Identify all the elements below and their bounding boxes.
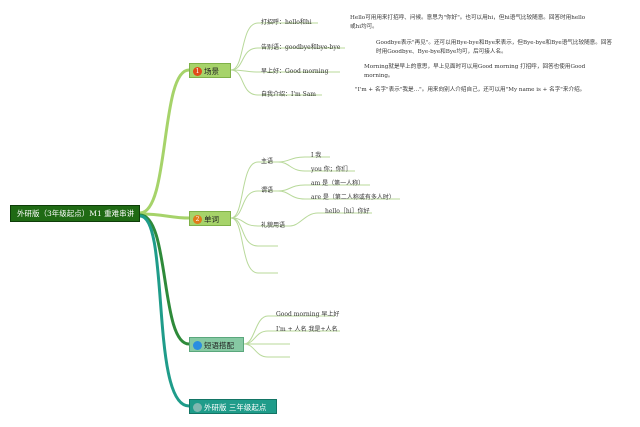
branch-label: 场景 [204,67,219,76]
connector-root-scene [139,68,190,215]
connector-root-phrases [139,213,190,346]
words-item[interactable]: I 我 [311,152,322,159]
scene-item-morning[interactable]: 早上好：Good morning [261,68,329,75]
words-group-polite[interactable]: 礼貌用语 [261,222,286,229]
root-node[interactable]: 外研版（3年级起点）M1 重难串讲 [10,205,140,222]
words-group-subject[interactable]: 主语 [261,158,274,165]
number-badge-icon: 1 [193,67,202,76]
scene-item-greeting[interactable]: 打招呼：hello和hi [261,19,312,26]
branch-label: 短语搭配 [204,341,234,350]
words-group-predicate[interactable]: 谓语 [261,187,274,194]
phrase-item[interactable]: I'm + 人名 我是+人名 [276,326,338,333]
branch-label: 单词 [204,215,219,224]
branch-edition[interactable]: 外研版 三年级起点 [189,399,277,414]
words-item[interactable]: hello［hi］你好 [325,208,370,215]
phrase-item[interactable]: Good morning 早上好 [276,311,340,318]
scene-item-farewell[interactable]: 告别语：goodbye和bye-bye [261,44,341,51]
words-item[interactable]: you 你；你们 [311,166,348,173]
words-item[interactable]: are 是（第二人称或有多人时） [311,194,395,201]
scene-desc-farewell: Goodbye表示"再见"。还可以用Bye-bye和Bye来表示，但Bye-by… [376,40,613,55]
scene-desc-morning: Morning就是早上的意思，早上见面时可以用Good morning 打招呼，… [364,64,586,79]
scene-desc-intro: "I'm + 名字"表示"我是…"。用来向别人介绍自己，还可以用"My name… [355,87,586,93]
words-item[interactable]: am 是（第一人称） [311,180,365,187]
branch-phrases[interactable]: 短语搭配 [189,337,244,352]
number-badge-icon: 2 [193,215,202,224]
branch-words[interactable]: 2 单词 [189,211,231,226]
globe-icon [193,341,202,350]
branch-label: 外研版 三年级起点 [204,403,267,412]
branch-scene[interactable]: 1 场景 [189,63,231,78]
root-label: 外研版（3年级起点）M1 重难串讲 [17,209,135,218]
connector-root-edition [139,214,190,408]
scene-desc-greeting: Hello可用用来打招呼、问候。意思为"你好"。也可以用hi，但hi语气比较随意… [350,15,586,30]
connector-root-words [139,212,190,220]
scene-item-intro[interactable]: 自我介绍：I'm Sam [261,91,316,98]
book-icon [193,403,202,412]
